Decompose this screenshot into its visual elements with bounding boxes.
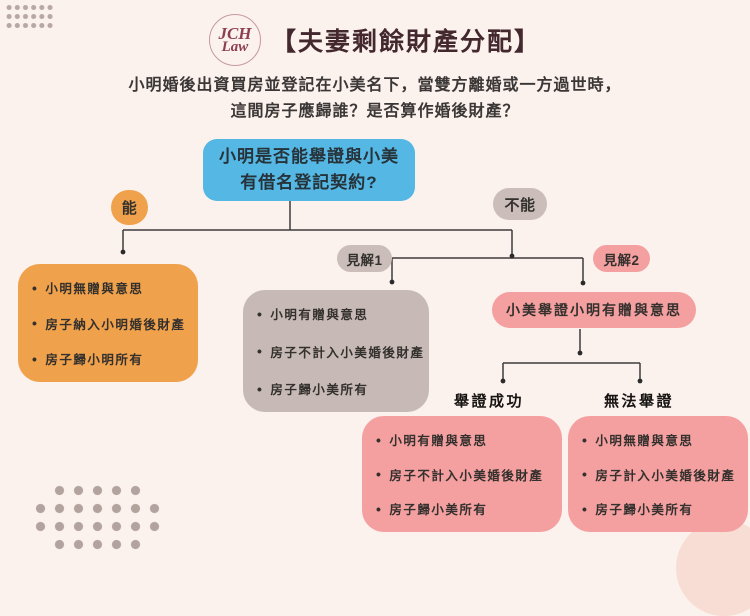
list-item: 房子納入小明婚後財產: [32, 314, 188, 333]
list-item: 小明無贈與意思: [32, 278, 188, 297]
outcome-list: 小明無贈與意思 房子納入小明婚後財產 房子歸小明所有: [18, 264, 198, 382]
outcome-node-view1: 小明有贈與意思 房子不計入小美婚後財產 房子歸小美所有: [243, 290, 429, 412]
outcome-node-can-prove: 小明無贈與意思 房子納入小明婚後財產 房子歸小明所有: [18, 264, 198, 382]
intro-text-line2: 這間房子應歸誰？是否算作婚後財產？: [230, 103, 520, 120]
corner-circle-decoration: [676, 520, 750, 616]
list-item: 房子歸小美所有: [257, 379, 419, 398]
outcome-list: 小明有贈與意思 房子不計入小美婚後財產 房子歸小美所有: [362, 416, 562, 532]
dot-grid-bottom-left: [50, 481, 145, 500]
root-question-line1: 小明是否能舉證與小美: [219, 147, 399, 166]
outcome-node-proof-success: 小明有贈與意思 房子不計入小美婚後財產 房子歸小美所有: [362, 416, 562, 532]
sub-branch-label-proof-success: 舉證成功: [454, 393, 525, 410]
list-item: 房子歸小美所有: [582, 499, 738, 518]
page-title: 【夫妻剩餘財產分配】: [270, 28, 541, 56]
infographic-page: { "header": { "logo": { "icon": "jch-law…: [0, 0, 750, 563]
jch-law-logo-icon: JCH Law: [208, 14, 261, 66]
branch-label-cannot: 不能: [493, 188, 547, 220]
outcome-node-proof-fail: 小明無贈與意思 房子計入小美婚後財產 房子歸小美所有: [568, 416, 748, 532]
list-item: 小明有贈與意思: [257, 304, 419, 323]
branch-label-view1: 見解1: [337, 245, 392, 272]
header: JCH Law 【夫妻剩餘財產分配】: [0, 14, 750, 66]
view2-claim-node: 小美舉證小明有贈與意思: [492, 292, 696, 328]
branch-label-can: 能: [111, 190, 148, 225]
dot-grid-top-left: [5, 3, 54, 30]
sub-branch-label-proof-fail: 無法舉證: [604, 393, 675, 410]
outcome-list: 小明無贈與意思 房子計入小美婚後財產 房子歸小美所有: [568, 416, 748, 532]
outcome-list: 小明有贈與意思 房子不計入小美婚後財產 房子歸小美所有: [243, 290, 429, 412]
intro-text-line1: 小明婚後出資買房並登記在小美名下，當雙方離婚或一方過世時，: [128, 77, 622, 94]
list-item: 小明有贈與意思: [376, 430, 552, 449]
list-item: 房子歸小美所有: [376, 499, 552, 518]
list-item: 房子不計入小美婚後財產: [257, 342, 423, 361]
dot-grid-bottom-left: [50, 535, 145, 554]
list-item: 房子不計入小美婚後財產: [376, 465, 552, 484]
intro-text: 小明婚後出資買房並登記在小美名下，當雙方離婚或一方過世時， 這間房子應歸誰？是否…: [0, 73, 750, 125]
logo-text-top: JCH: [218, 24, 252, 43]
branch-label-view2: 見解2: [593, 245, 650, 272]
list-item: 房子計入小美婚後財產: [582, 465, 738, 484]
dot-grid-bottom-left: [31, 517, 164, 536]
list-item: 房子歸小明所有: [32, 349, 188, 368]
root-question-line2: 有借名登記契約?: [240, 173, 378, 192]
root-question-node: 小明是否能舉證與小美 有借名登記契約?: [203, 139, 415, 201]
logo-text-bottom: Law: [221, 39, 249, 55]
dot-grid-bottom-left: [31, 499, 164, 518]
list-item: 小明無贈與意思: [582, 430, 738, 449]
